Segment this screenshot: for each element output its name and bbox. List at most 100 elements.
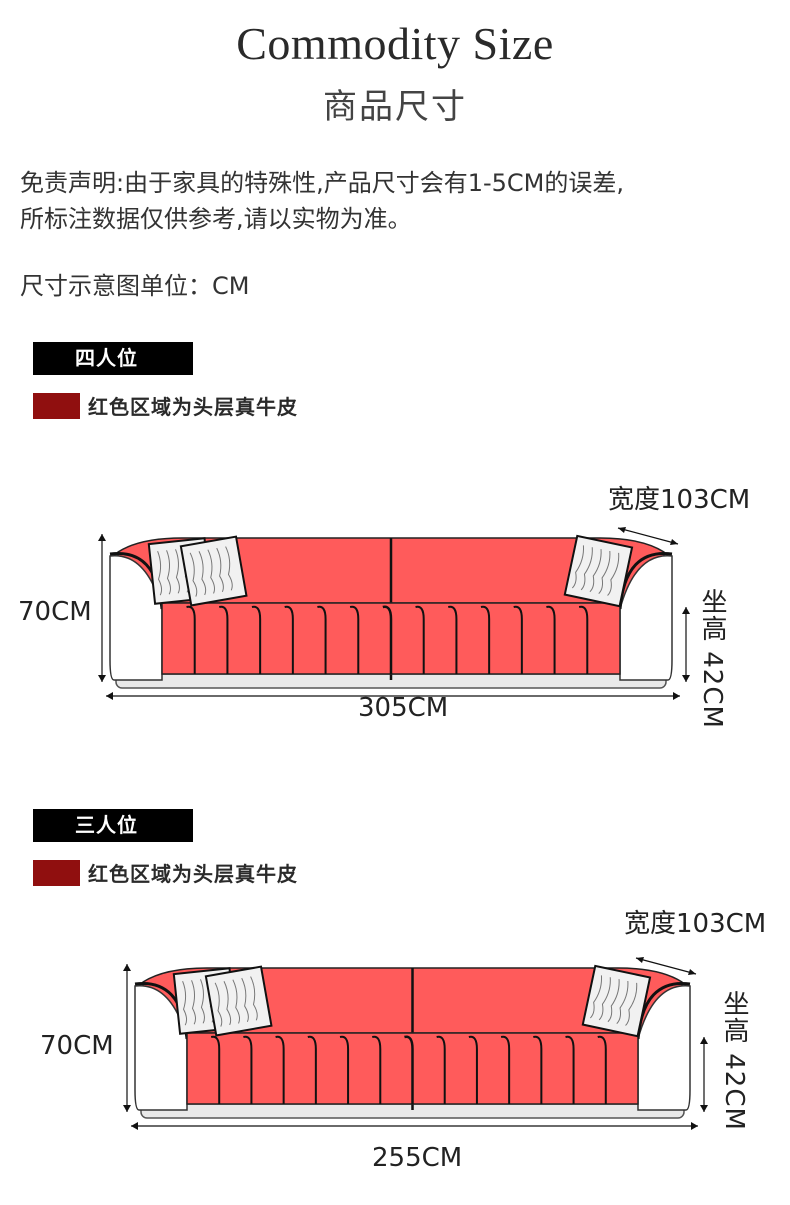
seat-channel-line (597, 1035, 607, 1104)
pillow-texture (616, 980, 629, 1024)
seat-channel-line (210, 1035, 221, 1104)
depth-dimension-line (635, 957, 697, 975)
seat-channel-line (371, 1035, 382, 1104)
width-arrow-right (691, 1122, 698, 1130)
pillow-texture (598, 977, 611, 1021)
width-label: 255CM (372, 1143, 463, 1173)
depth-arrow-left (636, 957, 644, 963)
pillow-texture (189, 552, 198, 597)
seat-channel-line (513, 605, 523, 674)
pillow-texture (598, 550, 611, 594)
pillow-texture (182, 981, 188, 1026)
width-arrow-left (131, 1122, 138, 1130)
pillow-texture (175, 549, 180, 594)
sofa-drawing (123, 957, 708, 1130)
legend-swatch (33, 859, 80, 886)
depth-arrow-right (688, 969, 696, 975)
pillow-texture (157, 551, 163, 596)
height-arrow-top (98, 534, 106, 541)
seat-channel-line (565, 1035, 575, 1104)
seat-channel-line (500, 1035, 511, 1104)
pillow-texture (571, 545, 585, 589)
seat-channel-line (307, 1035, 317, 1104)
pillow-texture (200, 979, 205, 1024)
seat-channel-line (404, 1035, 414, 1104)
seat-channel-line (382, 605, 393, 674)
sofa-diagram-three-seater: 宽度103CM 70CM 坐高 42CM 255CM (0, 890, 790, 1190)
seat-height-arrow-bottom (700, 1105, 708, 1112)
pillow-texture (232, 979, 241, 1024)
seat-channel-line (468, 1035, 478, 1104)
pillow-texture (607, 552, 620, 596)
pillow-texture (166, 550, 171, 595)
pillow-texture (241, 977, 249, 1023)
seat-channel-line (533, 1035, 543, 1104)
seat-channel-line (480, 605, 491, 674)
pillow-texture (580, 547, 593, 591)
depth-label: 宽度103CM (624, 909, 767, 939)
seat-height-arrow-top (700, 1037, 708, 1044)
height-arrow-bottom (98, 675, 106, 682)
seat-channel-line (275, 1035, 285, 1104)
seat-channel-line (578, 605, 589, 674)
seat-channel-line (243, 1035, 253, 1104)
seat-channel-line (448, 605, 458, 674)
depth-arrow-left (618, 527, 626, 533)
disclaimer: 免责声明:由于家具的特殊性,产品尺寸会有1-5CM的误差, 所标注数据仅供参考,… (20, 165, 624, 237)
width-arrow-right (673, 692, 680, 700)
pillow-body (581, 964, 652, 1038)
depth-label: 宽度103CM (608, 485, 751, 515)
pillow-texture (223, 981, 232, 1026)
seat-channel-line (186, 605, 196, 674)
pillow-left-front (179, 535, 248, 607)
pillow-right (563, 534, 634, 608)
sofa-diagram-four-seater: 宽度103CM 70CM 坐高 42CM 305CM (0, 470, 790, 740)
seat-height-arrow-top (682, 607, 690, 614)
pillow-texture (216, 547, 224, 593)
depth-arrow-right (670, 539, 678, 545)
height-arrow-top (123, 964, 131, 971)
seat-channel-line (546, 605, 556, 674)
legend-text: 红色区域为头层真牛皮 (88, 395, 298, 419)
pillow-texture (207, 549, 216, 594)
width-label: 305CM (358, 693, 449, 723)
pillow-texture (225, 546, 233, 591)
seat-channel-line (349, 605, 360, 674)
seat-channel-line (415, 605, 425, 674)
height-label: 70CM (18, 597, 92, 627)
title-chinese: 商品尺寸 (323, 87, 467, 127)
disclaimer-line-2: 所标注数据仅供参考,请以实物为准。 (20, 205, 412, 233)
pillow-body (179, 535, 248, 607)
disclaimer-line-1: 免责声明:由于家具的特殊性,产品尺寸会有1-5CM的误差, (20, 169, 625, 197)
pillow-left-front (204, 965, 273, 1037)
legend-four-seater: 红色区域为头层真牛皮 (33, 391, 298, 420)
pillow-texture (198, 551, 207, 596)
seat-height-arrow-bottom (682, 675, 690, 682)
width-arrow-left (106, 692, 113, 700)
pillow-texture (589, 975, 603, 1019)
seat-channel-line (284, 605, 294, 674)
unit-note: 尺寸示意图单位：CM (20, 272, 250, 300)
pillow-texture (589, 549, 602, 593)
seat-height-label: 坐高 42CM (697, 588, 727, 729)
seat-channel-line (339, 1035, 350, 1104)
title-english: Commodity Size (236, 18, 554, 69)
legend-three-seater: 红色区域为头层真牛皮 (33, 858, 298, 887)
pillow-texture (250, 976, 258, 1021)
pillow-texture (191, 980, 196, 1025)
seat-channel-line (219, 605, 229, 674)
pillow-right (581, 964, 652, 1038)
pillow-body (204, 965, 273, 1037)
pillow-texture (625, 982, 638, 1026)
legend-swatch (33, 392, 80, 419)
seat-channel-line (251, 605, 262, 674)
depth-dimension-line (617, 527, 679, 545)
pillow-body (563, 534, 634, 608)
legend-text: 红色区域为头层真牛皮 (88, 862, 298, 886)
height-arrow-bottom (123, 1105, 131, 1112)
sofa-drawing (98, 527, 690, 700)
height-label: 70CM (40, 1031, 114, 1061)
seat-channel-line (436, 1035, 446, 1104)
pillow-texture (607, 979, 620, 1023)
section-tag-four-seater: 四人位 (33, 342, 193, 375)
